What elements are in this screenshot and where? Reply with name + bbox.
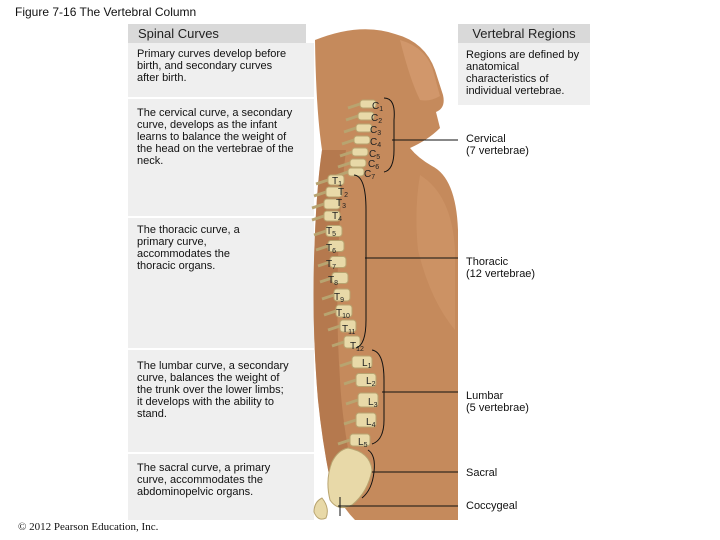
vertebra-c6 [349,158,367,168]
cervical-name: Cervical [466,133,506,145]
sacral-bracket [361,449,375,499]
lumbar-bracket [371,349,385,445]
panel-regions-intro [458,43,590,105]
spinous-process [345,114,359,122]
vertebra-c5 [351,147,369,157]
vertebra-label-t3: T3 [336,198,346,210]
thoracic-region-label: Thoracic (12 vertebrae) [466,256,586,280]
spinous-process [345,398,359,406]
vertebra-label-c2: C2 [371,113,382,125]
vertebra-label-l1: L1 [362,358,372,370]
intro-curves-text: Primary curves develop before birth, and… [137,48,287,84]
vertebra-label-c7: C7 [364,169,375,181]
vertebra-label-t9: T9 [334,292,344,304]
vertebral-regions-header: Vertebral Regions [458,24,590,43]
spinous-process [311,214,325,222]
spinous-process [343,418,357,426]
vertebra-label-l2: L2 [366,376,376,388]
lumbar-name: Lumbar [466,390,504,402]
sacral-region-label: Sacral [466,467,498,479]
vertebra-label-l4: L4 [366,417,376,429]
vertebra-label-c3: C3 [370,125,381,137]
cervical-curve-text: The cervical curve, a secondary curve, d… [137,107,294,167]
face-highlight [400,40,440,101]
spinous-process [315,178,329,186]
panel-cervical [128,99,314,216]
spinous-process [343,378,357,386]
spinous-process [311,202,325,210]
chest-highlight [416,175,455,330]
copyright-notice: © 2012 Pearson Education, Inc. [18,521,159,533]
panel-lumbar [128,350,314,452]
thoracic-bracket [353,174,367,349]
vertebra-labels: C1C2C3C4C5C6C7T1T2T3T4T5T6T7T8T9T10T11T1… [326,101,383,449]
spinous-process [337,438,351,446]
vertebra-label-c1: C1 [372,101,383,113]
vertebra-label-c4: C4 [370,137,381,149]
vertebra-label-t5: T5 [326,226,336,238]
vertebra-label-t6: T6 [326,243,336,255]
spinous-process [339,150,353,158]
panel-sacral [128,454,314,520]
spinous-process [321,293,335,301]
spinous-process [347,102,361,110]
vertebra-label-l5: L5 [358,437,368,449]
panel-thoracic [128,218,314,348]
spinal-curves-header: Spinal Curves [128,24,306,43]
thoracic-name: Thoracic [466,256,509,268]
vertebra-label-c6: C6 [368,159,379,171]
vertebra-label-t7: T7 [326,259,336,271]
vertebra-label-t10: T10 [336,308,350,320]
spinous-process [313,229,327,237]
spinous-process [323,309,337,317]
spinous-process [339,360,353,368]
vertebra-label-t8: T8 [328,275,338,287]
vertebra-c7 [347,167,365,177]
spinous-process [315,244,329,252]
spinous-process [341,138,355,146]
coccyx [313,497,328,520]
spinous-process [343,126,357,134]
lumbar-count: (5 vertebrae) [466,402,529,414]
panel-intro [128,43,314,97]
cervical-region-label: Cervical (7 vertebrae) [466,133,586,157]
vertebra-c4 [353,135,371,145]
thoracic-curve-text: The thoracic curve, a primary curve, acc… [137,224,240,272]
lumbar-curve-text: The lumbar curve, a secondary curve, bal… [137,360,289,420]
vertebral-column [311,99,379,447]
spinous-process [317,260,331,268]
cervical-bracket [383,97,395,173]
thoracic-count: (12 vertebrae) [466,268,536,280]
vertebra-label-t11: T11 [342,324,355,336]
vertebra-label-t1: T1 [332,176,342,188]
vertebra-label-l3: L3 [368,397,378,409]
figure-title: Figure 7-16 The Vertebral Column [15,5,197,19]
vertebra-label-c5: C5 [369,149,380,161]
vertebra-label-t2: T2 [338,187,348,199]
regions-intro-text: Regions are defined by anatomical charac… [466,49,580,97]
spinous-process [319,276,333,284]
vertebra-label-t4: T4 [332,211,342,223]
spinous-process [331,340,345,348]
cervical-count: (7 vertebrae) [466,145,529,157]
sacral-curve-text: The sacral curve, a primary curve, accom… [137,462,271,498]
spinous-process [337,161,351,169]
vertebra-label-t12: T12 [350,341,364,353]
lumbar-region-label: Lumbar (5 vertebrae) [466,390,586,414]
spinous-process [327,324,341,332]
coccygeal-region-label: Coccygeal [466,500,518,512]
spinous-process [313,190,327,198]
